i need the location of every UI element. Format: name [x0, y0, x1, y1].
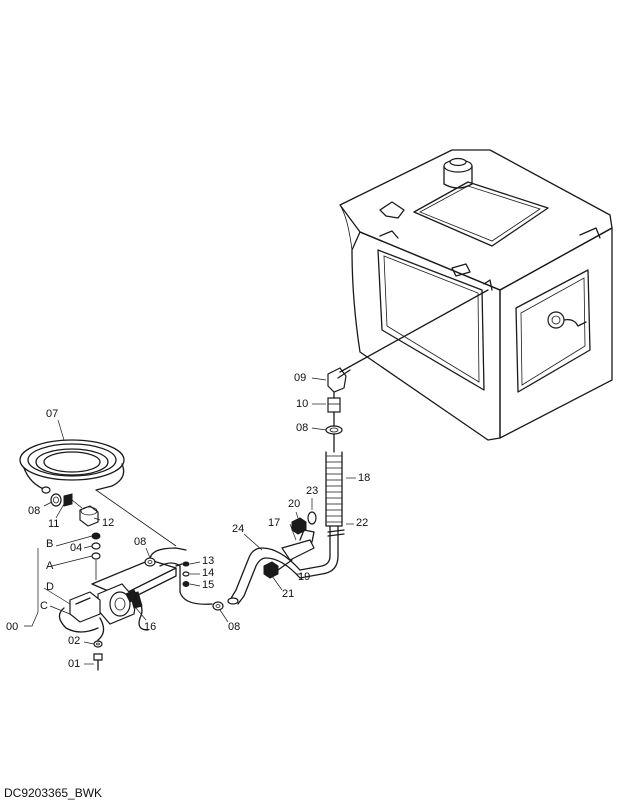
callout-16: 16 — [144, 621, 157, 633]
bolt-lower — [263, 559, 293, 579]
callout-18: 18 — [358, 472, 371, 484]
coiled-hose — [19, 439, 125, 494]
callout-08-drain: 08 — [228, 621, 241, 633]
callout-21: 21 — [282, 588, 295, 600]
callout-C: C — [40, 600, 48, 612]
bolt-upper — [291, 517, 307, 535]
diagram-code: DC9203365_BWK — [4, 786, 103, 800]
callout-22: 22 — [356, 517, 369, 529]
bolt-01 — [93, 653, 103, 671]
callout-00: 00 — [6, 621, 19, 633]
callout-11: 11 — [48, 518, 60, 530]
callout-09: 09 — [294, 372, 307, 384]
protective-hose — [299, 433, 343, 579]
callout-14: 14 — [202, 567, 215, 579]
washer-A — [91, 552, 101, 560]
callout-19: 19 — [298, 571, 311, 583]
callout-24: 24 — [232, 523, 245, 535]
connector-11 — [63, 493, 73, 507]
hose-clamp-upper — [325, 411, 343, 435]
callout-A: A — [46, 560, 54, 572]
callout-04: 04 — [70, 542, 83, 554]
callout-20: 20 — [288, 498, 301, 510]
nut-B — [91, 532, 101, 540]
fuel-filter-12 — [79, 505, 99, 527]
washer-14 — [182, 571, 190, 577]
harness-connector-16 — [129, 591, 143, 609]
callout-12: 12 — [102, 517, 115, 529]
drain-hose — [227, 547, 301, 605]
callout-07: 07 — [46, 408, 59, 420]
callout-D: D — [46, 581, 54, 593]
callout-02: 02 — [68, 635, 81, 647]
washer-02 — [93, 640, 103, 648]
fuel-tank — [339, 149, 613, 441]
callout-08-pump: 08 — [134, 536, 147, 548]
grommet-08 — [144, 557, 156, 567]
adapter-fitting — [327, 391, 341, 413]
screw-13 — [175, 561, 190, 567]
nut-15 — [182, 581, 190, 587]
callout-13: 13 — [202, 555, 215, 567]
hose-clamp-left — [50, 493, 62, 507]
clamp-08-lower — [212, 601, 224, 611]
clamp-bracket — [281, 529, 315, 561]
callout-B: B — [46, 538, 54, 550]
elbow-fitting — [327, 289, 489, 393]
clamp-band — [327, 529, 345, 537]
callout-23: 23 — [306, 485, 319, 497]
callout-01: 01 — [68, 658, 81, 670]
leader-lines — [24, 377, 356, 665]
callout-15: 15 — [202, 579, 215, 591]
callout-10: 10 — [296, 398, 309, 410]
callout-08: 08 — [28, 505, 41, 517]
callout-17: 17 — [268, 517, 281, 529]
washer — [307, 511, 317, 525]
fuel-pump-assembly — [58, 547, 213, 641]
washer-04 — [91, 542, 101, 550]
callout-08-tank: 08 — [296, 422, 309, 434]
